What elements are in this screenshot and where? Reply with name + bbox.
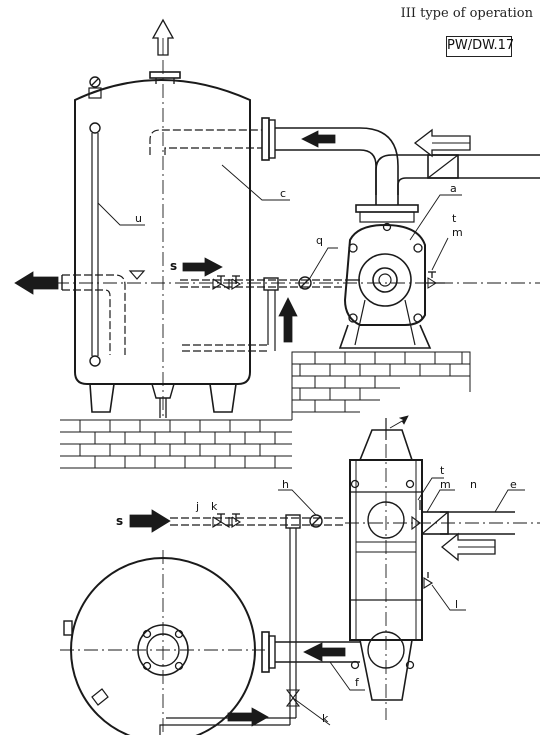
label-e: e bbox=[510, 478, 517, 491]
top-pump bbox=[338, 194, 462, 349]
label-k-top: k bbox=[211, 500, 218, 513]
label-l: l bbox=[455, 598, 458, 611]
top-return-line bbox=[180, 247, 345, 351]
label-f: f bbox=[355, 676, 360, 689]
diagram-title: III type of operation bbox=[400, 6, 533, 21]
label-h: h bbox=[282, 478, 289, 491]
brick-wall-top bbox=[60, 351, 471, 469]
pump-plan bbox=[345, 415, 540, 720]
label-c: c bbox=[280, 187, 286, 200]
diagram-code-box: PW/DW.17 bbox=[446, 36, 514, 57]
label-s-bottom: s bbox=[116, 514, 123, 528]
label-j: j bbox=[195, 500, 199, 513]
horizontal-tank-plan bbox=[60, 550, 265, 735]
solid-arrows bbox=[14, 130, 346, 727]
label-k-bottom: k bbox=[322, 712, 329, 725]
part-labels: u c a t m q s j k h t m n e s l f k bbox=[116, 182, 517, 725]
label-q: q bbox=[316, 234, 323, 247]
bottom-pipes bbox=[159, 477, 525, 735]
vertical-tank bbox=[55, 60, 540, 418]
flow-arrows bbox=[151, 18, 496, 562]
label-t-bottom: t bbox=[440, 464, 445, 477]
label-a: a bbox=[450, 182, 457, 195]
label-t-top: t bbox=[452, 212, 457, 225]
label-m-bottom: m bbox=[440, 478, 451, 491]
top-pipes bbox=[261, 117, 540, 232]
label-s-top: s bbox=[170, 259, 177, 273]
label-m-top: m bbox=[452, 226, 463, 239]
label-n: n bbox=[470, 478, 477, 491]
label-u: u bbox=[135, 212, 142, 225]
